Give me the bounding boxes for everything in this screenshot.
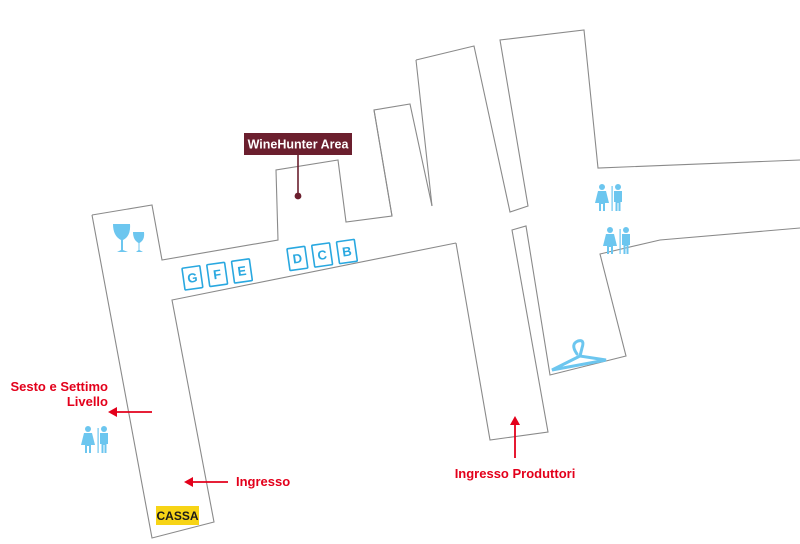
booths-right-group: D C B bbox=[286, 238, 359, 272]
restroom-icon bbox=[595, 184, 622, 211]
winehunter-area-label-bg bbox=[244, 133, 352, 155]
coat-hanger-icon bbox=[551, 339, 607, 372]
tall-block-edge bbox=[415, 59, 433, 207]
arrow-ingresso bbox=[184, 477, 228, 487]
booth-d-label: D bbox=[292, 250, 303, 266]
restroom-icon bbox=[81, 426, 108, 453]
restroom-icon bbox=[603, 227, 630, 254]
cassa-label: CASSA bbox=[156, 509, 198, 523]
booth-b-label: B bbox=[341, 243, 352, 259]
booth-b[interactable]: B bbox=[335, 238, 359, 265]
left-corridor-wall bbox=[91, 103, 433, 261]
booth-g[interactable]: G bbox=[181, 265, 204, 291]
booth-f[interactable]: F bbox=[206, 261, 229, 288]
booth-e[interactable]: E bbox=[230, 258, 254, 284]
arrow-ingresso-produttori bbox=[510, 416, 520, 458]
booth-c[interactable]: C bbox=[311, 242, 334, 268]
winehunter-area-marker[interactable]: WineHunter Area bbox=[244, 133, 352, 200]
cassa-marker[interactable]: CASSA bbox=[156, 506, 199, 525]
sesto-settimo-label-line2: Livello bbox=[67, 394, 108, 409]
small-slot bbox=[373, 109, 393, 217]
ingresso-produttori-label: Ingresso Produttori bbox=[455, 466, 576, 481]
booth-d[interactable]: D bbox=[286, 245, 309, 272]
booth-g-label: G bbox=[186, 270, 198, 286]
booths-left-group: G F E bbox=[181, 258, 254, 291]
booth-e-label: E bbox=[237, 263, 248, 279]
right-wing-lower bbox=[455, 225, 800, 441]
winehunter-area-label: WineHunter Area bbox=[248, 138, 350, 152]
wall-segments bbox=[91, 29, 800, 539]
cassa-bg bbox=[156, 506, 199, 525]
tall-block-left bbox=[415, 29, 800, 213]
booth-f-label: F bbox=[212, 266, 222, 282]
wine-glasses-icon bbox=[113, 224, 145, 252]
left-corridor-outer bbox=[91, 214, 457, 539]
booth-c-label: C bbox=[316, 247, 328, 263]
ingresso-label: Ingresso bbox=[236, 474, 290, 489]
arrow-sesto-settimo bbox=[108, 407, 152, 417]
sesto-settimo-label-line1: Sesto e Settimo bbox=[10, 379, 108, 394]
winehunter-pointer-dot bbox=[294, 192, 302, 200]
